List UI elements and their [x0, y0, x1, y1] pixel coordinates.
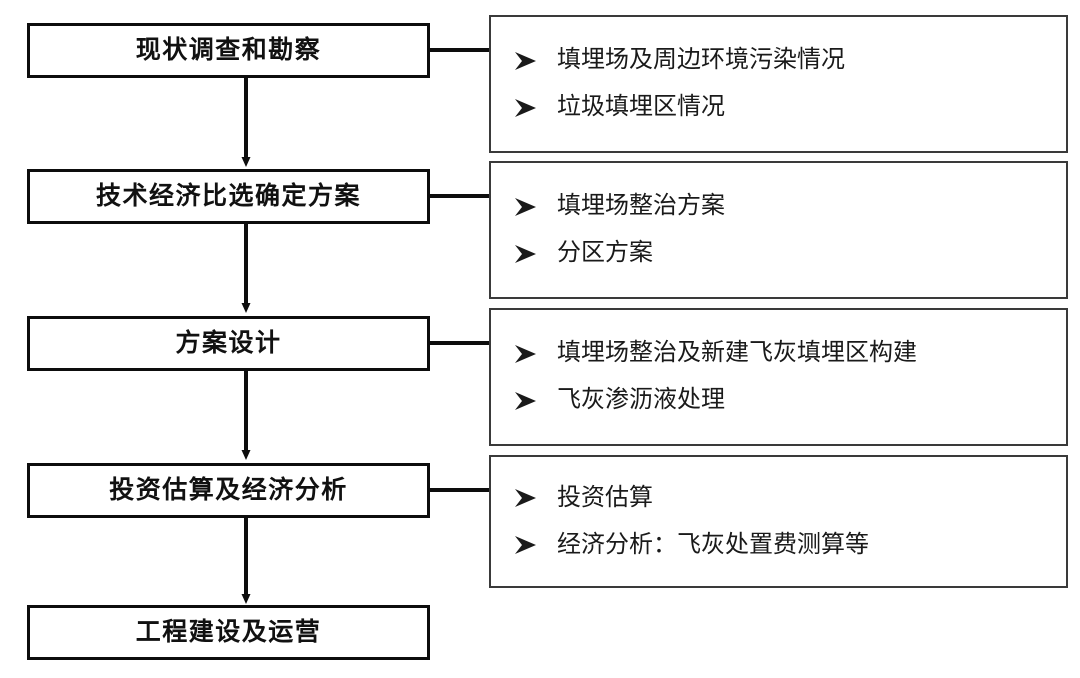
arrowhead-bullet-icon	[513, 242, 557, 266]
stage-box-1[interactable]: 现状调查和勘察	[27, 23, 430, 78]
stage-box-3[interactable]: 方案设计	[27, 316, 430, 371]
detail-text: 分区方案	[557, 240, 653, 267]
detail-panel-1: 填埋场及周边环境污染情况 垃圾填埋区情况	[489, 15, 1068, 153]
stage-label-2: 技术经济比选确定方案	[95, 183, 361, 210]
detail-text: 填埋场整治及新建飞灰填埋区构建	[557, 340, 917, 367]
detail-panel-2: 填埋场整治方案 分区方案	[489, 161, 1068, 299]
detail-item: 投资估算	[513, 475, 1066, 522]
detail-panel-4: 投资估算 经济分析：飞灰处置费测算等	[489, 455, 1068, 588]
stage-box-5[interactable]: 工程建设及运营	[27, 605, 430, 660]
detail-text: 投资估算	[557, 484, 653, 511]
arrowhead-bullet-icon	[513, 195, 557, 219]
detail-item: 飞灰渗沥液处理	[513, 377, 1066, 424]
stage-box-4[interactable]: 投资估算及经济分析	[27, 463, 430, 518]
detail-text: 填埋场及周边环境污染情况	[557, 47, 845, 74]
stage-label-1: 现状调查和勘察	[135, 37, 322, 64]
detail-item: 分区方案	[513, 230, 1066, 277]
detail-item: 垃圾填埋区情况	[513, 84, 1066, 131]
stage-label-4: 投资估算及经济分析	[109, 477, 348, 504]
detail-item: 填埋场整治及新建飞灰填埋区构建	[513, 330, 1066, 377]
detail-item: 填埋场及周边环境污染情况	[513, 37, 1066, 84]
arrowhead-bullet-icon	[513, 486, 557, 510]
detail-text: 经济分析：飞灰处置费测算等	[557, 531, 869, 558]
arrowhead-bullet-icon	[513, 342, 557, 366]
detail-text: 填埋场整治方案	[557, 193, 725, 220]
detail-panel-3: 填埋场整治及新建飞灰填埋区构建 飞灰渗沥液处理	[489, 308, 1068, 446]
detail-text: 垃圾填埋区情况	[557, 94, 725, 121]
detail-item: 填埋场整治方案	[513, 183, 1066, 230]
arrowhead-bullet-icon	[513, 49, 557, 73]
detail-item: 经济分析：飞灰处置费测算等	[513, 522, 1066, 569]
stage-box-2[interactable]: 技术经济比选确定方案	[27, 169, 430, 224]
stage-label-5: 工程建设及运营	[135, 619, 322, 646]
arrowhead-bullet-icon	[513, 389, 557, 413]
stage-label-3: 方案设计	[175, 330, 282, 357]
detail-text: 飞灰渗沥液处理	[557, 387, 725, 414]
arrowhead-bullet-icon	[513, 533, 557, 557]
arrowhead-bullet-icon	[513, 96, 557, 120]
